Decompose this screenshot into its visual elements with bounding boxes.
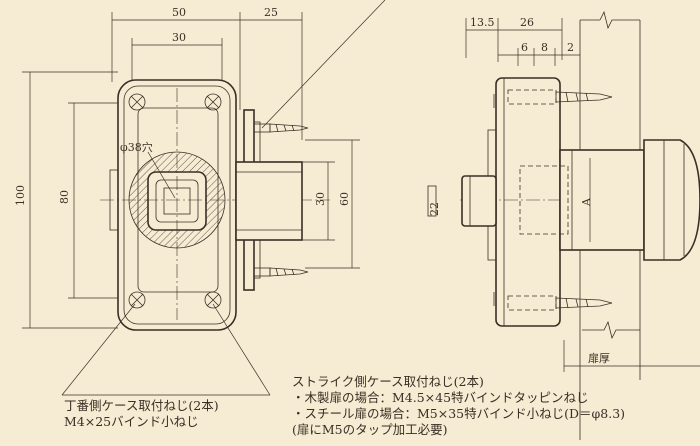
dim-13-5: 13.5 xyxy=(470,16,495,29)
hinge-note-leader xyxy=(212,303,271,396)
side-screw-top xyxy=(507,89,613,105)
dim-2: 2 xyxy=(567,41,574,54)
dim-80: 80 xyxy=(58,190,71,204)
dim-22-box xyxy=(427,185,437,217)
screw-bottom-left xyxy=(128,291,146,309)
latch-inner-hidden xyxy=(519,165,569,235)
dim-50: 50 xyxy=(172,6,186,19)
dim-25: 25 xyxy=(264,6,278,19)
case-side-body xyxy=(495,77,561,327)
dim-A: A xyxy=(580,197,593,207)
hole-label: φ38穴 xyxy=(120,140,153,154)
dim-22: 22 xyxy=(428,202,441,216)
dim-26: 26 xyxy=(520,16,534,29)
strike-case-note-steel: ・スチール扉の場合：M5×35特バインド小ねじ(D＝φ8.3) xyxy=(292,406,626,421)
hinge-note-leader xyxy=(61,303,136,396)
latch-body xyxy=(235,161,303,241)
hole-leader xyxy=(147,151,176,199)
strike-screw-top xyxy=(253,123,309,133)
hinge-case-note-title: 丁番側ケース取付ねじ(2本) xyxy=(64,398,219,413)
dim-100: 100 xyxy=(14,185,27,206)
dim-30-right: 30 xyxy=(314,192,327,206)
strike-case-note-wood: ・木製扉の場合：M4.5×45特バインドタッピンねじ xyxy=(292,390,589,405)
dim-60: 60 xyxy=(338,192,351,206)
screw-bottom-right xyxy=(204,291,222,309)
screw-top-right xyxy=(204,93,222,111)
hinge-case-note: 丁番側ケース取付ねじ(2本) M4×25バインド小ねじ xyxy=(64,398,219,430)
hinge-case-note-spec: M4×25バインド小ねじ xyxy=(64,414,199,429)
strike-case-note: ストライク側ケース取付ねじ(2本) ・木製扉の場合：M4.5×45特バインドタッ… xyxy=(292,374,625,438)
front-view: 50 25 30 100 80 xyxy=(14,0,386,396)
door-thickness-label: 扉厚 xyxy=(588,352,610,365)
side-screw-bottom xyxy=(507,295,613,311)
strike-case-note-title: ストライク側ケース取付ねじ(2本) xyxy=(292,374,484,389)
door-break-zigzag xyxy=(599,10,640,30)
latch-head xyxy=(643,139,700,261)
cylinder-knob xyxy=(461,175,497,227)
dim-30-top: 30 xyxy=(172,31,186,44)
strike-case-note-tap: (扉にM5のタップ加工必要) xyxy=(292,422,448,437)
dim-8: 8 xyxy=(541,41,548,54)
case-plate-inner xyxy=(123,85,231,325)
door-break-bottom xyxy=(582,320,640,340)
side-view: 13.5 26 6 8 2 xyxy=(427,10,700,440)
strike-note-leader xyxy=(261,0,386,129)
strike-screw-bottom xyxy=(253,267,309,277)
latch-housing xyxy=(559,149,645,251)
screw-top-left xyxy=(128,93,146,111)
dim-6: 6 xyxy=(521,41,528,54)
